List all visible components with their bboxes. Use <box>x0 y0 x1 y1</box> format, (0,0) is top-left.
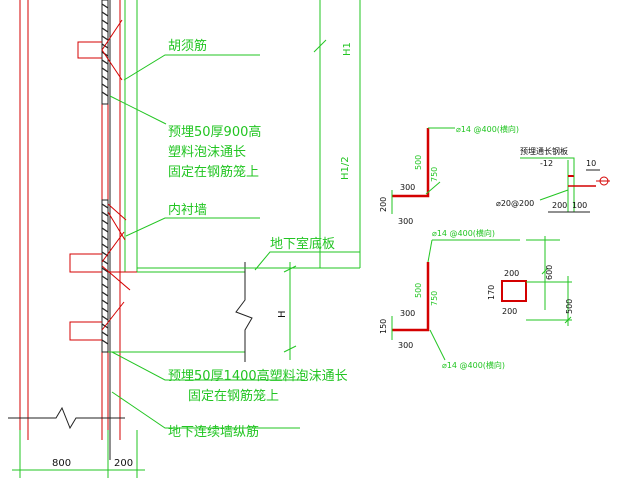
detail-b <box>520 157 610 213</box>
label-basement-floor: 地下室底板 <box>270 236 335 252</box>
detail-a-750: 750 <box>430 167 439 182</box>
detail-a <box>391 127 455 214</box>
detail-b-plate-size: -12 <box>540 159 553 168</box>
detail-c-300-bot: 300 <box>398 341 413 350</box>
rebar-hook-mid <box>69 231 131 291</box>
h-dimension <box>283 262 297 360</box>
detail-c-bar-note-2: ⌀14 @400(横向) <box>442 360 505 370</box>
detail-b-200: 200 <box>552 201 567 210</box>
upper-anchor-red-2 <box>107 211 126 241</box>
detail-a-300-top: 300 <box>400 183 415 192</box>
detail-c-500: 500 <box>414 283 423 298</box>
detail-a-bar-note: ⌀14 @400(横向) <box>456 124 519 134</box>
h1-dimension <box>313 0 361 268</box>
detail-d-170: 170 <box>487 285 496 300</box>
detail-c-bar-note: ⌀14 @400(横向) <box>432 228 495 238</box>
detail-b-anchor-note: ⌀20@200 <box>496 199 534 208</box>
label-embed-900-2: 塑料泡沫通长 <box>168 145 246 160</box>
detail-a-500: 500 <box>414 155 423 170</box>
label-long-bar: 地下连续墙纵筋 <box>168 424 259 440</box>
detail-c-150: 150 <box>379 319 388 334</box>
label-huxujin: 胡须筋 <box>168 38 207 54</box>
foam-strip-lower <box>101 199 109 353</box>
label-embed-1400-1: 预埋50厚1400高塑料泡沫通长 <box>168 368 348 384</box>
dim-200: 200 <box>114 458 133 469</box>
detail-d-600: 600 <box>545 265 554 280</box>
dim-800: 800 <box>52 458 71 469</box>
bottom-break <box>8 406 125 430</box>
detail-a-200: 200 <box>379 197 388 212</box>
floor-slab <box>108 262 360 362</box>
label-embed-900-1: 预埋50厚900高 <box>168 124 261 140</box>
detail-d-200-bot: 200 <box>502 307 517 316</box>
detail-a-300-bot: 300 <box>398 217 413 226</box>
detail-b-plate-note: 预埋通长钢板 <box>520 146 568 156</box>
detail-b-100: 100 <box>572 201 587 210</box>
detail-b-10: 10 <box>586 159 596 168</box>
leader-lines <box>109 54 360 429</box>
label-embed-900-3: 固定在钢筋笼上 <box>168 164 259 180</box>
h1-half-label: H1/2 <box>340 156 351 180</box>
detail-c-300-top: 300 <box>400 309 415 318</box>
h1-label: H1 <box>342 42 353 56</box>
upper-anchor-red <box>107 203 127 221</box>
label-embed-1400-2: 固定在钢筋笼上 <box>188 388 279 404</box>
rebar-hook-low <box>69 301 125 341</box>
h-label: H <box>277 310 288 318</box>
detail-d-500: 500 <box>565 299 574 314</box>
detail-c <box>391 239 520 361</box>
bottom-dimension <box>12 430 145 478</box>
slab-break-line <box>235 262 253 362</box>
detail-d-200-top: 200 <box>504 269 519 278</box>
label-inner-wall: 内衬墙 <box>168 202 207 218</box>
detail-d <box>501 236 572 326</box>
detail-c-750: 750 <box>430 291 439 306</box>
rebar-hook-top <box>77 19 123 81</box>
